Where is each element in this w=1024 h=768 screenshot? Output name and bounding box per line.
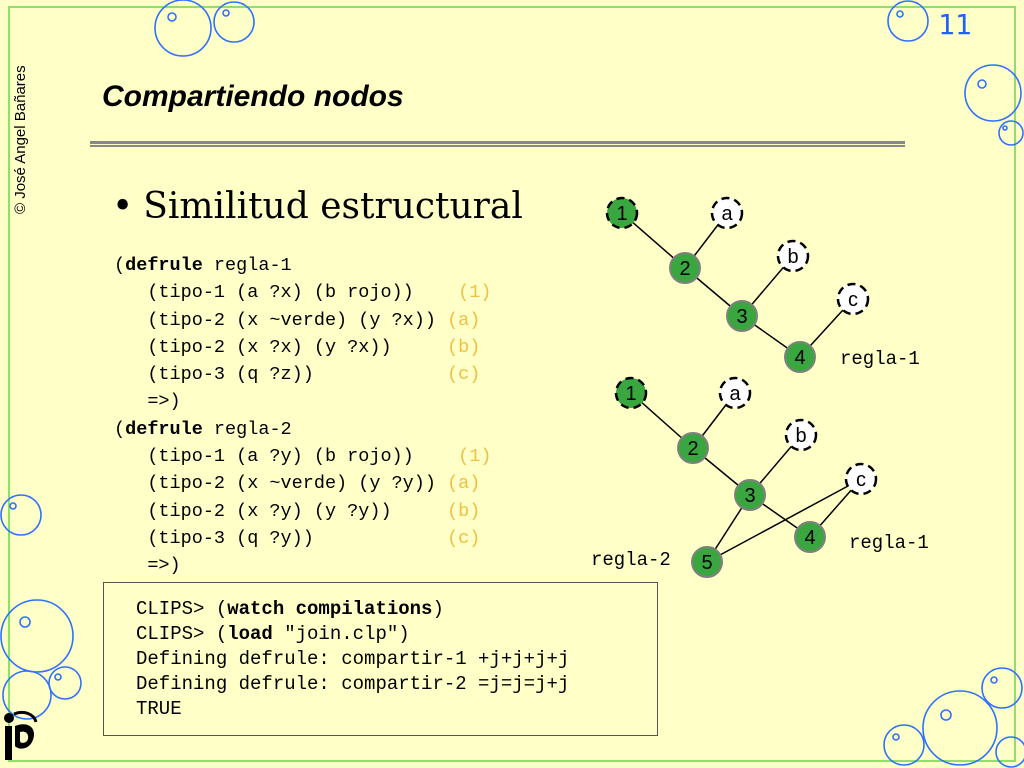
console-line: Defining defrule: compartir-1 +j+j+j+j [136,647,569,672]
heading-text: Similitud estructural [143,186,523,227]
code-text: (tipo-2 (x ~verde) (y ?x)) [147,309,448,331]
code-line: (tipo-2 (x ~verde) (y ?x)) (a) [114,307,491,334]
graph2-rule-label-1: regla-1 [849,532,929,554]
graph2-node-3: 3 [734,479,766,511]
code-text: (tipo-2 (x ?y) (y ?y)) [147,500,448,522]
pattern-marker: (a) [447,473,481,495]
code-text: (tipo-1 (a ?x) (b rojo)) [147,282,459,304]
code-keyword: defrule [125,255,203,276]
console-post: ) [432,598,444,620]
graph2-node-1: 1 [614,376,648,410]
rule-code-listing: (defrule regla-1 (tipo-1 (a ?x) (b rojo)… [114,252,491,580]
svg-text:3: 3 [736,306,747,328]
console-line: Defining defrule: compartir-2 =j=j=j+j [136,672,569,697]
graph1-node-2: 2 [669,252,701,284]
code-line: (tipo-3 (q ?z)) (c) [114,361,491,388]
code-text: regla-2 [202,418,292,440]
code-line: (tipo-2 (x ~verde) (y ?y)) (a) [114,470,491,497]
title-divider-secondary [90,145,905,147]
console-post: "join.clp") [272,623,410,645]
graph1-node-b: b [776,239,810,273]
console-line: CLIPS> (watch compilations) [136,597,569,622]
slide-title: Compartiendo nodos [102,80,404,113]
pattern-marker: (1) [458,446,492,468]
graph2-node-c: c [844,462,878,496]
code-line: =>) [114,552,491,579]
pattern-marker: (b) [447,336,481,358]
svg-text:3: 3 [744,485,755,507]
code-line: (defrule regla-2 [114,416,491,443]
console-pre: Defining defrule: compartir-2 =j=j=j+j [136,673,570,695]
graph1-node-c: c [836,282,870,316]
console-line: TRUE [136,697,569,722]
svg-text:2: 2 [687,438,698,460]
svg-text:2: 2 [679,258,690,280]
svg-text:c: c [848,289,858,311]
code-line: =>) [114,388,491,415]
slide-heading: •Similitud estructural [112,186,523,227]
console-bold: load [227,623,273,645]
code-text: =>) [147,555,181,577]
svg-text:a: a [721,203,733,225]
svg-text:c: c [856,469,866,491]
code-line: (defrule regla-1 [114,252,491,279]
graph2-node-4: 4 [794,521,826,553]
title-divider [90,141,905,144]
console-pre: CLIPS> ( [136,623,228,645]
code-line: (tipo-1 (a ?y) (b rojo)) (1) [114,443,491,470]
console-pre: TRUE [136,698,182,720]
code-text: (tipo-1 (a ?y) (b rojo)) [147,446,459,468]
graph1-node-4: 4 [784,341,816,373]
svg-text:1: 1 [625,383,636,405]
pattern-marker: (a) [447,309,481,331]
code-text: regla-1 [202,255,292,276]
code-text: (tipo-3 (q ?z)) [147,364,448,386]
console-bold: watch compilations [227,598,433,620]
clips-console: CLIPS> (watch compilations)CLIPS> (load … [103,582,658,736]
pattern-marker: (c) [447,527,481,549]
svg-text:4: 4 [794,347,805,369]
graph2-node-2: 2 [677,432,709,464]
bullet-icon: • [112,186,134,227]
graph1-node-1: 1 [605,196,639,230]
code-text: (tipo-2 (x ?x) (y ?x)) [147,336,448,358]
graph1-node-3: 3 [726,300,758,332]
code-keyword: defrule [125,418,203,440]
code-text: (tipo-2 (x ~verde) (y ?y)) [147,473,448,495]
graph2-rule-label-2: regla-2 [591,549,671,571]
svg-text:1: 1 [616,203,627,225]
pattern-marker: (1) [458,282,492,304]
svg-text:b: b [787,246,798,268]
svg-text:5: 5 [701,552,712,574]
graph2-node-a: a [718,376,752,410]
code-line: (tipo-3 (q ?y)) (c) [114,525,491,552]
svg-text:a: a [729,383,741,405]
university-logo-icon [4,710,38,760]
code-line: (tipo-2 (x ?y) (y ?y)) (b) [114,498,491,525]
code-paren: ( [114,418,126,440]
slide-number: 11 [938,8,972,41]
console-line: CLIPS> (load "join.clp") [136,622,569,647]
svg-text:4: 4 [804,527,815,549]
svg-text:b: b [795,425,806,447]
code-line: (tipo-1 (a ?x) (b rojo)) (1) [114,279,491,306]
graph1-node-a: a [710,196,744,230]
console-pre: Defining defrule: compartir-1 +j+j+j+j [136,648,570,670]
graph2-node-b: b [784,418,818,452]
console-pre: CLIPS> ( [136,598,228,620]
pattern-marker: (c) [447,364,481,386]
code-text: =>) [147,391,181,413]
console-output: CLIPS> (watch compilations)CLIPS> (load … [136,597,569,722]
code-paren: ( [114,255,126,276]
pattern-marker: (b) [447,500,481,522]
graph1-rule-label: regla-1 [840,348,920,370]
code-text: (tipo-3 (q ?y)) [147,527,448,549]
code-line: (tipo-2 (x ?x) (y ?x)) (b) [114,334,491,361]
slide-frame [8,6,1016,762]
graph2-node-5: 5 [691,546,723,578]
